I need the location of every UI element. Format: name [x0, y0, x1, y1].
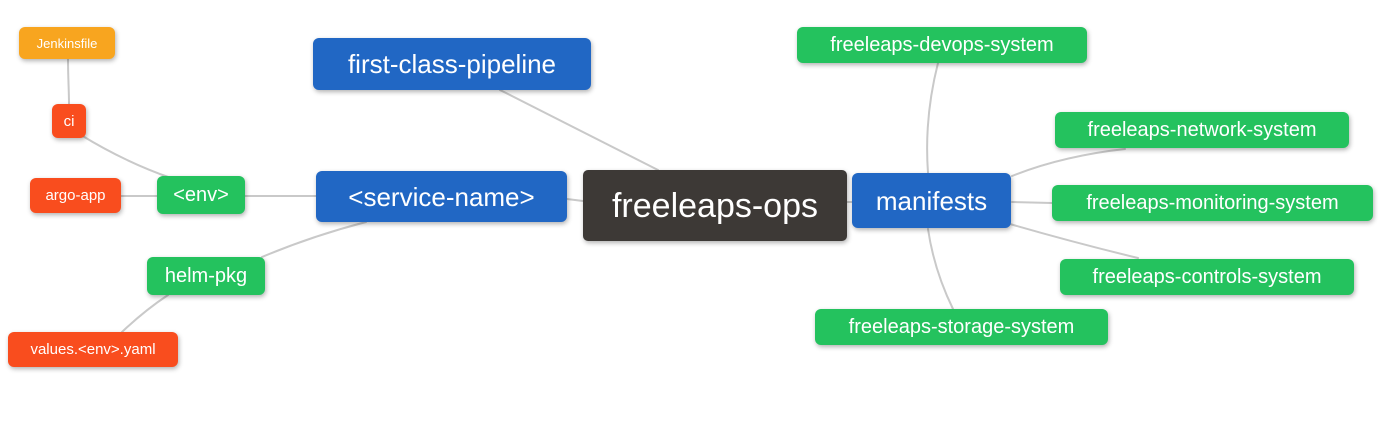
- node-helm-pkg[interactable]: helm-pkg: [147, 257, 265, 295]
- node-manifests[interactable]: manifests: [852, 173, 1011, 228]
- node-ci[interactable]: ci: [52, 104, 86, 138]
- edge-ci-env: [80, 134, 172, 179]
- edge-first-class-pipeline-root: [499, 89, 659, 171]
- edge-manifests-monitoring-system: [1011, 201, 1053, 204]
- node-freeleaps-monitoring-system[interactable]: freeleaps-monitoring-system: [1052, 185, 1373, 221]
- edge-jenkinsfile-ci: [67, 57, 70, 105]
- node-jenkinsfile[interactable]: Jenkinsfile: [19, 27, 115, 59]
- node-freeleaps-devops-system[interactable]: freeleaps-devops-system: [797, 27, 1087, 63]
- node-freeleaps-storage-system[interactable]: freeleaps-storage-system: [815, 309, 1108, 345]
- node-freeleaps-ops-root[interactable]: freeleaps-ops: [583, 170, 847, 241]
- node-service-name[interactable]: <service-name>: [316, 171, 567, 222]
- node-env[interactable]: <env>: [157, 176, 245, 214]
- edge-manifests-storage-system: [927, 228, 954, 310]
- node-freeleaps-network-system[interactable]: freeleaps-network-system: [1055, 112, 1349, 148]
- edge-helm-pkg-service-name: [261, 221, 367, 258]
- edge-service-name-root: [566, 198, 584, 202]
- node-first-class-pipeline[interactable]: first-class-pipeline: [313, 38, 591, 90]
- node-freeleaps-controls-system[interactable]: freeleaps-controls-system: [1060, 259, 1354, 295]
- node-values-env-yaml[interactable]: values.<env>.yaml: [8, 332, 178, 367]
- edge-values-helm-pkg: [121, 294, 169, 333]
- edge-manifests-controls-system: [1009, 223, 1139, 259]
- edge-manifests-network-system: [1011, 148, 1126, 177]
- node-argo-app[interactable]: argo-app: [30, 178, 121, 213]
- edge-manifests-devops-system: [926, 62, 939, 174]
